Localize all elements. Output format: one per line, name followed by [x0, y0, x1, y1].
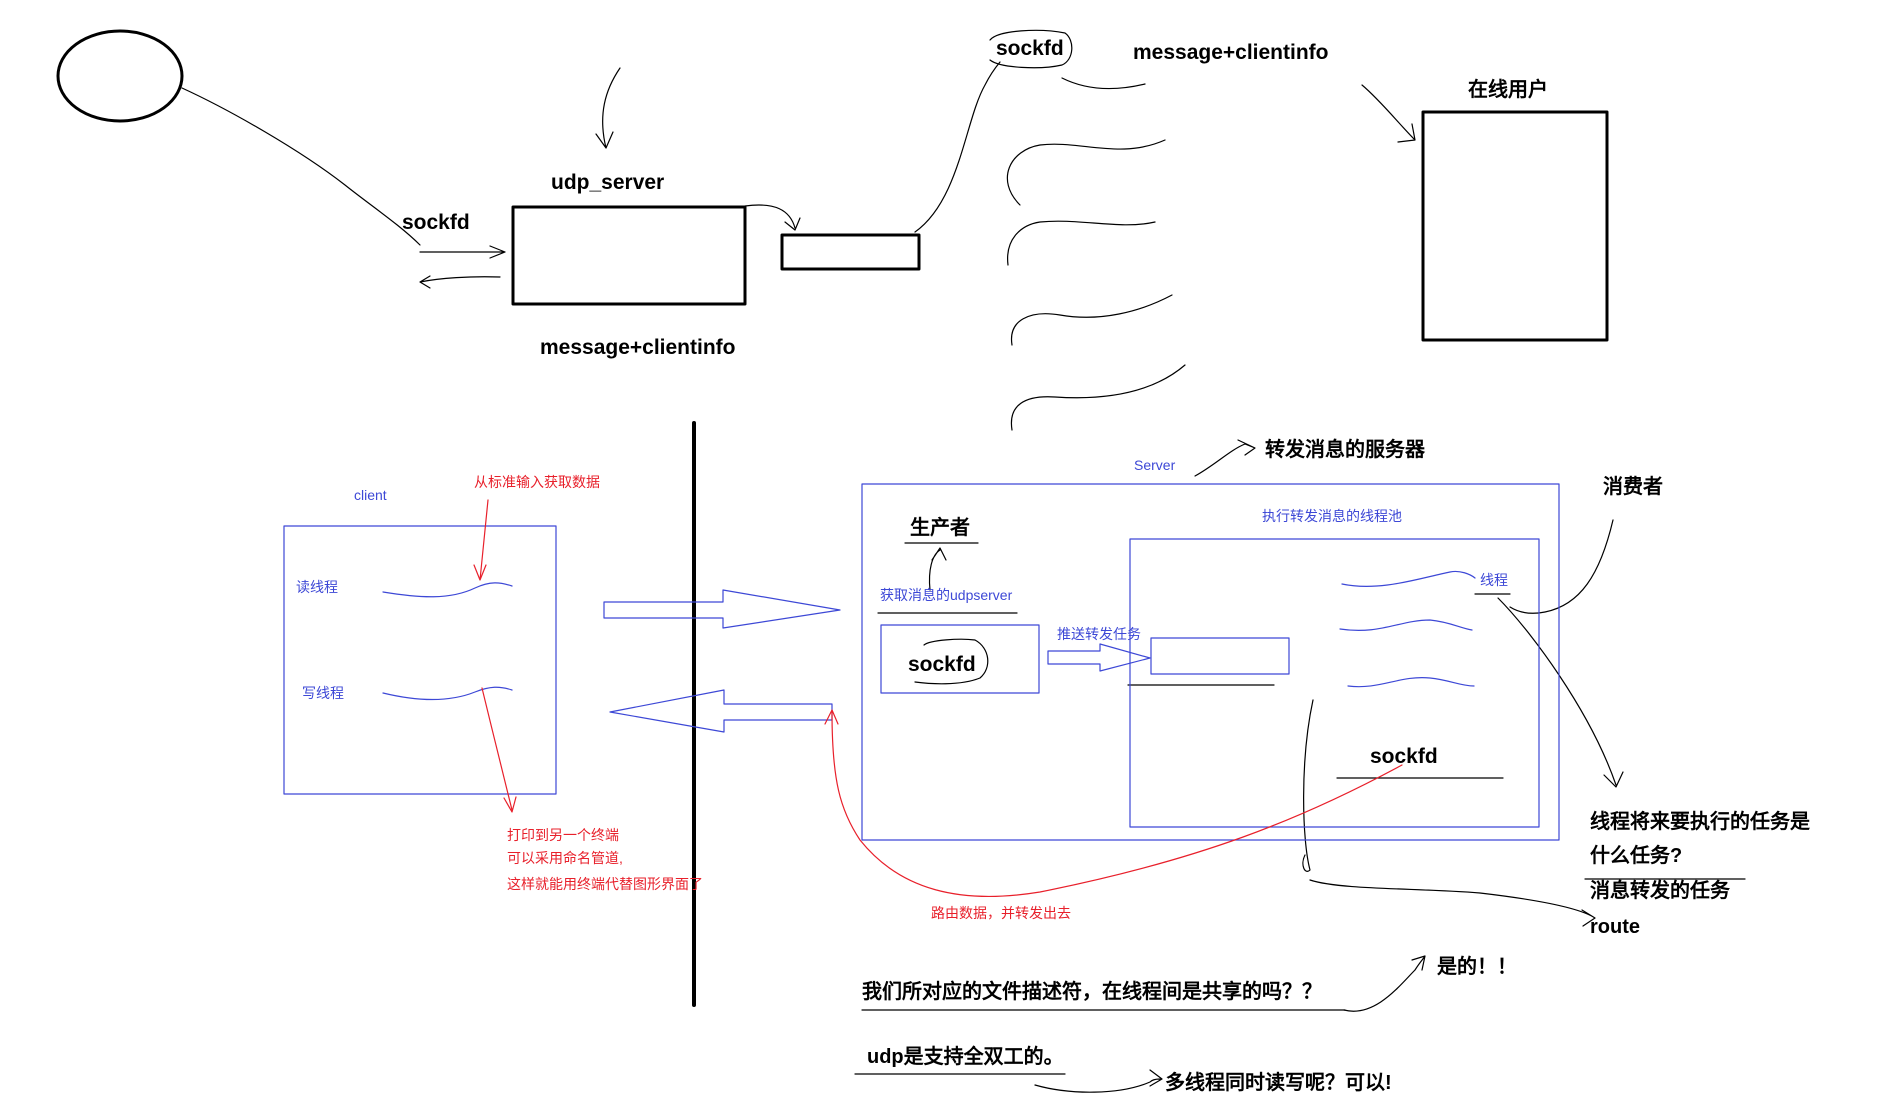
client-title: client — [354, 487, 387, 503]
udp-duplex-note: udp是支持全双工的。 — [867, 1046, 1064, 1068]
pool-to-route-curve — [1302, 699, 1596, 927]
answer-curve — [1343, 955, 1426, 1012]
client-ellipse — [56, 29, 184, 123]
message-bottom-label: message+clientinfo — [540, 336, 736, 359]
duplex-curve — [1034, 1069, 1163, 1093]
server-label-arrow — [1194, 439, 1256, 477]
task-question-2: 什么任务? — [1590, 845, 1683, 867]
arrow-into-server — [419, 245, 506, 259]
online-users-arrow — [1361, 84, 1416, 143]
wave-3 — [1011, 294, 1173, 346]
read-thread-wave — [382, 582, 513, 598]
stdin-note: 从标准输入获取数据 — [474, 474, 600, 490]
server-box — [861, 483, 1560, 841]
sockfd-to-message-curve — [1061, 77, 1146, 90]
online-users-label: 在线用户 — [1468, 79, 1548, 101]
buffer-box — [780, 233, 921, 271]
server-to-buffer-curve — [744, 204, 801, 231]
pool-title-label: 执行转发消息的线程池 — [1262, 508, 1402, 524]
wave-2 — [1007, 220, 1156, 266]
read-thread-label: 读线程 — [296, 579, 338, 595]
pool-wave-3 — [1347, 677, 1475, 688]
receive-arrow — [609, 689, 833, 733]
push-task-arrow — [1047, 643, 1151, 672]
wave-4 — [1010, 364, 1186, 431]
udp-server-box — [511, 205, 747, 306]
task-answer: 消息转发的任务 — [1590, 880, 1730, 902]
consumer-curve — [1509, 519, 1614, 614]
forward-server-label: 转发消息的服务器 — [1265, 439, 1425, 461]
send-arrow — [603, 589, 841, 629]
pool-wave-2 — [1339, 619, 1473, 631]
route-curve — [831, 711, 1403, 897]
print-arrow — [481, 687, 517, 813]
consumer-label: 消费者 — [1603, 476, 1663, 498]
task-queue-box — [1150, 637, 1290, 675]
udp-server-label: udp_server — [551, 171, 665, 194]
fd-answer: 是的！！ — [1437, 956, 1517, 978]
arrow-out-of-server — [419, 275, 501, 289]
push-task-label: 推送转发任务 — [1057, 626, 1141, 642]
sockfd-inner-outline — [914, 638, 989, 685]
server-label: Server — [1134, 457, 1176, 473]
thread-label: 线程 — [1480, 572, 1508, 588]
sockfd-top-label: sockfd — [996, 37, 1064, 60]
thread-pool-box — [1129, 538, 1540, 828]
udp-server-pointer — [595, 67, 621, 149]
sockfd-left-label: sockfd — [402, 211, 470, 234]
stdin-arrow — [473, 499, 489, 581]
write-thread-label: 写线程 — [302, 685, 344, 701]
udpserver-box — [880, 624, 1040, 694]
print-note-1: 打印到另一个终端 — [507, 827, 619, 843]
pool-wave-1 — [1341, 570, 1476, 587]
buffer-to-sockfd-curve — [914, 61, 1001, 233]
write-thread-wave — [382, 686, 513, 701]
wave-1 — [1007, 139, 1166, 206]
get-msg-label: 获取消息的udpserver — [880, 587, 1013, 603]
multithread-note: 多线程同时读写呢？可以! — [1165, 1072, 1392, 1094]
fd-question: 我们所对应的文件描述符，在线程间是共享的吗？？ — [862, 981, 1322, 1003]
ellipse-connector — [181, 87, 421, 246]
route-arrowhead — [824, 709, 839, 725]
print-note-2: 可以采用命名管道, — [507, 850, 623, 866]
producer-arrow — [928, 547, 947, 591]
message-top-label: message+clientinfo — [1133, 41, 1329, 64]
sockfd-top-outline — [989, 29, 1073, 69]
sockfd-pool-label: sockfd — [1370, 745, 1438, 768]
task-question-1: 线程将来要执行的任务是 — [1590, 811, 1810, 833]
online-users-box — [1421, 110, 1609, 342]
route-note: 路由数据，并转发出去 — [931, 905, 1071, 921]
route-label: route — [1590, 916, 1640, 938]
sockfd-inner-label: sockfd — [908, 653, 976, 676]
thread-pointer — [1497, 597, 1624, 788]
client-box — [283, 525, 557, 795]
print-note-3: 这样就能用终端代替图形界面了 — [507, 876, 703, 892]
producer-label: 生产者 — [910, 517, 970, 539]
